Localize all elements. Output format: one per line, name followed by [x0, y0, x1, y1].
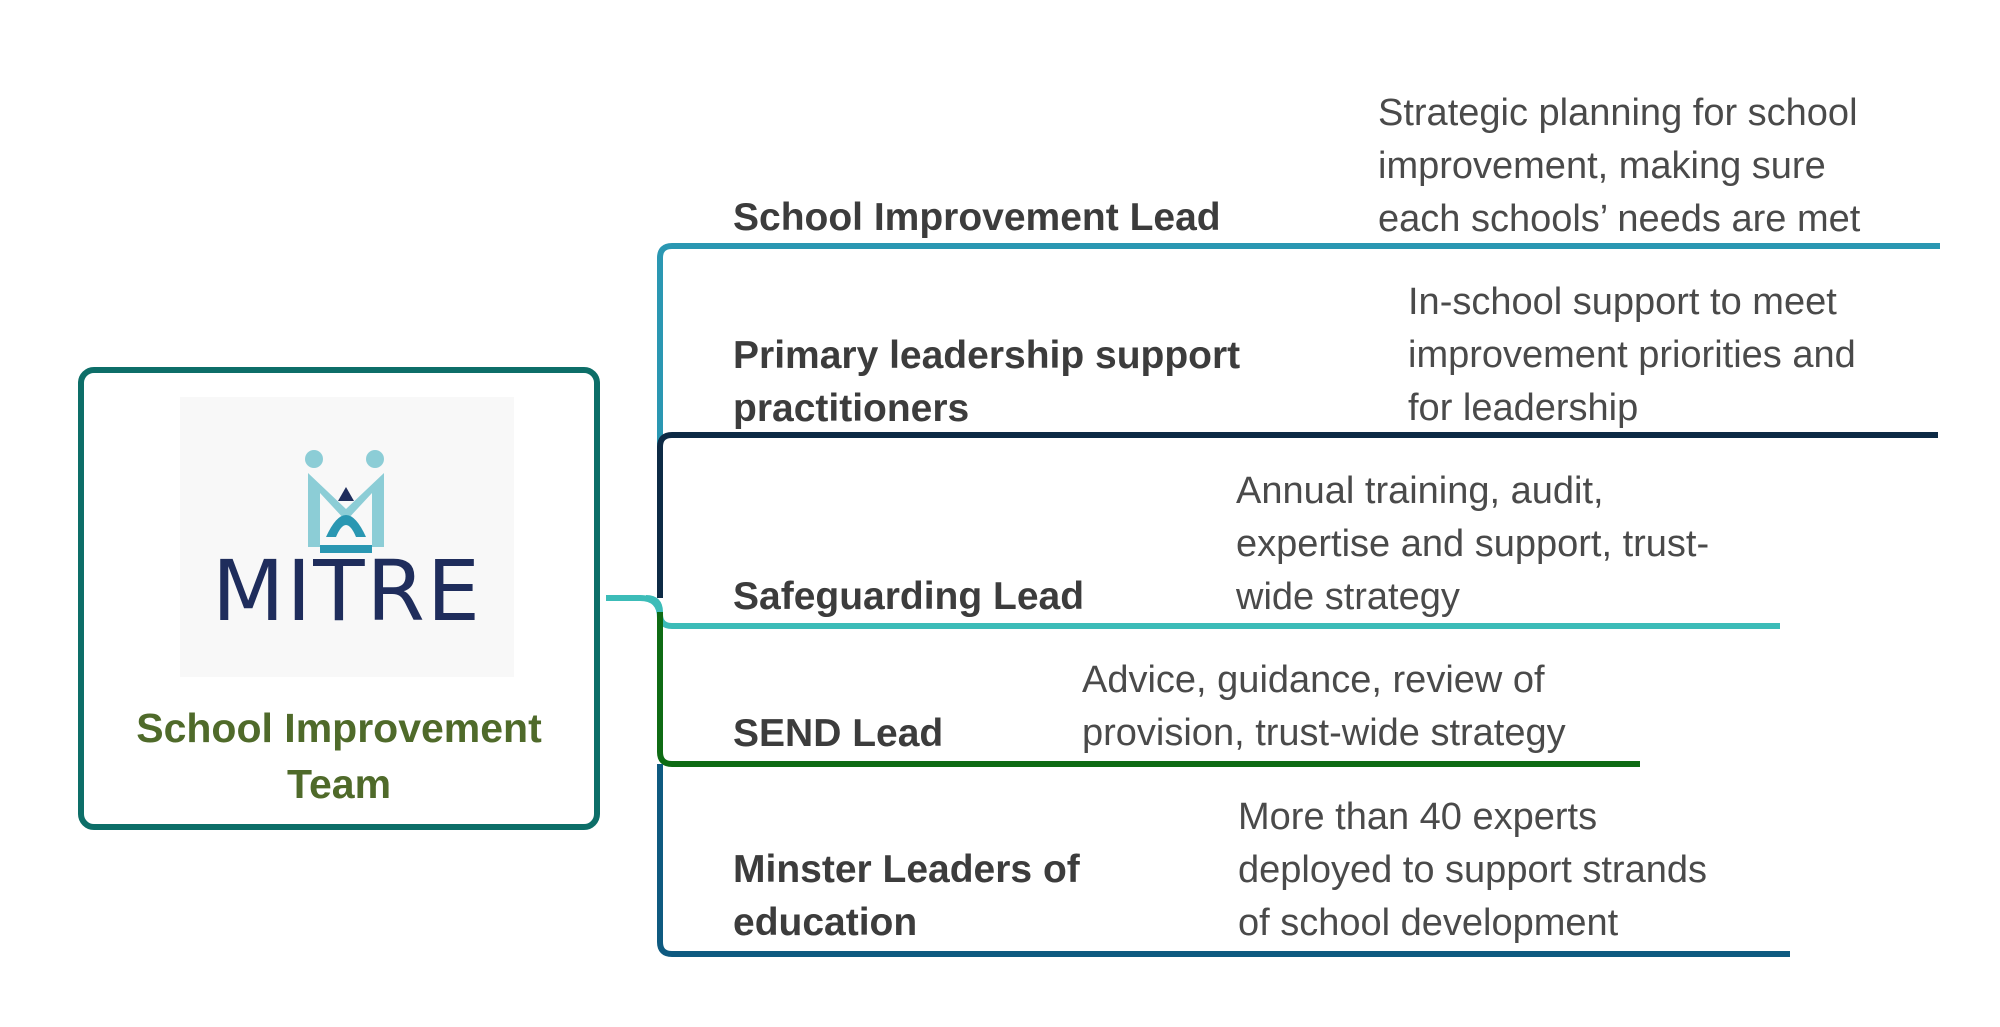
role-line: Minster Leaders of — [733, 848, 1080, 891]
branch-line-2 — [657, 432, 1938, 598]
branch-line-5 — [657, 764, 1790, 957]
root-title-line2: Team — [286, 761, 392, 807]
root-node: MITRE School Improvement Team — [78, 367, 600, 830]
role-line: Primary leadership support — [733, 334, 1241, 377]
branch-role-5: Minster Leaders of education — [733, 843, 1080, 949]
branch-role-3: Safeguarding Lead — [733, 570, 1084, 623]
branch-description-3: Annual training, audit, expertise and su… — [1236, 465, 1709, 624]
description-line: More than 40 experts — [1238, 796, 1598, 838]
description-line: for leadership — [1408, 387, 1639, 429]
description-line: expertise and support, trust- — [1236, 523, 1710, 565]
branch-description-4: Advice, guidance, review of provision, t… — [1082, 654, 1566, 760]
role-line: practitioners — [733, 387, 970, 430]
description-line: each schools’ needs are met — [1378, 198, 1861, 240]
description-line: wide strategy — [1236, 576, 1460, 618]
branch-role-2: Primary leadership support practitioners — [733, 329, 1240, 435]
logo-wordmark: MITRE — [212, 542, 482, 640]
branch-line-4 — [657, 612, 1640, 767]
branch-description-2: In-school support to meet improvement pr… — [1408, 276, 1856, 435]
description-line: of school development — [1238, 902, 1619, 944]
branch-description-5: More than 40 experts deployed to support… — [1238, 791, 1707, 950]
branch-description-1: Strategic planning for school improvemen… — [1378, 87, 1860, 246]
description-line: Advice, guidance, review of — [1082, 659, 1545, 701]
mitre-emblem-icon — [305, 450, 384, 553]
role-line: Safeguarding Lead — [733, 575, 1085, 618]
role-line: SEND Lead — [733, 712, 944, 755]
branch-role-4: SEND Lead — [733, 707, 943, 760]
description-line: Annual training, audit, — [1236, 470, 1604, 512]
mitre-logo: MITRE — [180, 397, 514, 677]
role-line: education — [733, 901, 918, 944]
branch-line-1 — [657, 243, 1940, 598]
description-line: deployed to support strands — [1238, 849, 1707, 891]
description-line: provision, trust-wide strategy — [1082, 712, 1566, 754]
root-title-line1: School Improvement — [136, 705, 542, 751]
description-line: In-school support to meet — [1408, 281, 1837, 323]
description-line: Strategic planning for school — [1378, 92, 1858, 134]
root-title: School Improvement Team — [84, 700, 594, 812]
description-line: improvement priorities and — [1408, 334, 1856, 376]
role-line: School Improvement Lead — [733, 196, 1221, 239]
description-line: improvement, making sure — [1378, 145, 1826, 187]
branch-role-1: School Improvement Lead — [733, 191, 1221, 244]
